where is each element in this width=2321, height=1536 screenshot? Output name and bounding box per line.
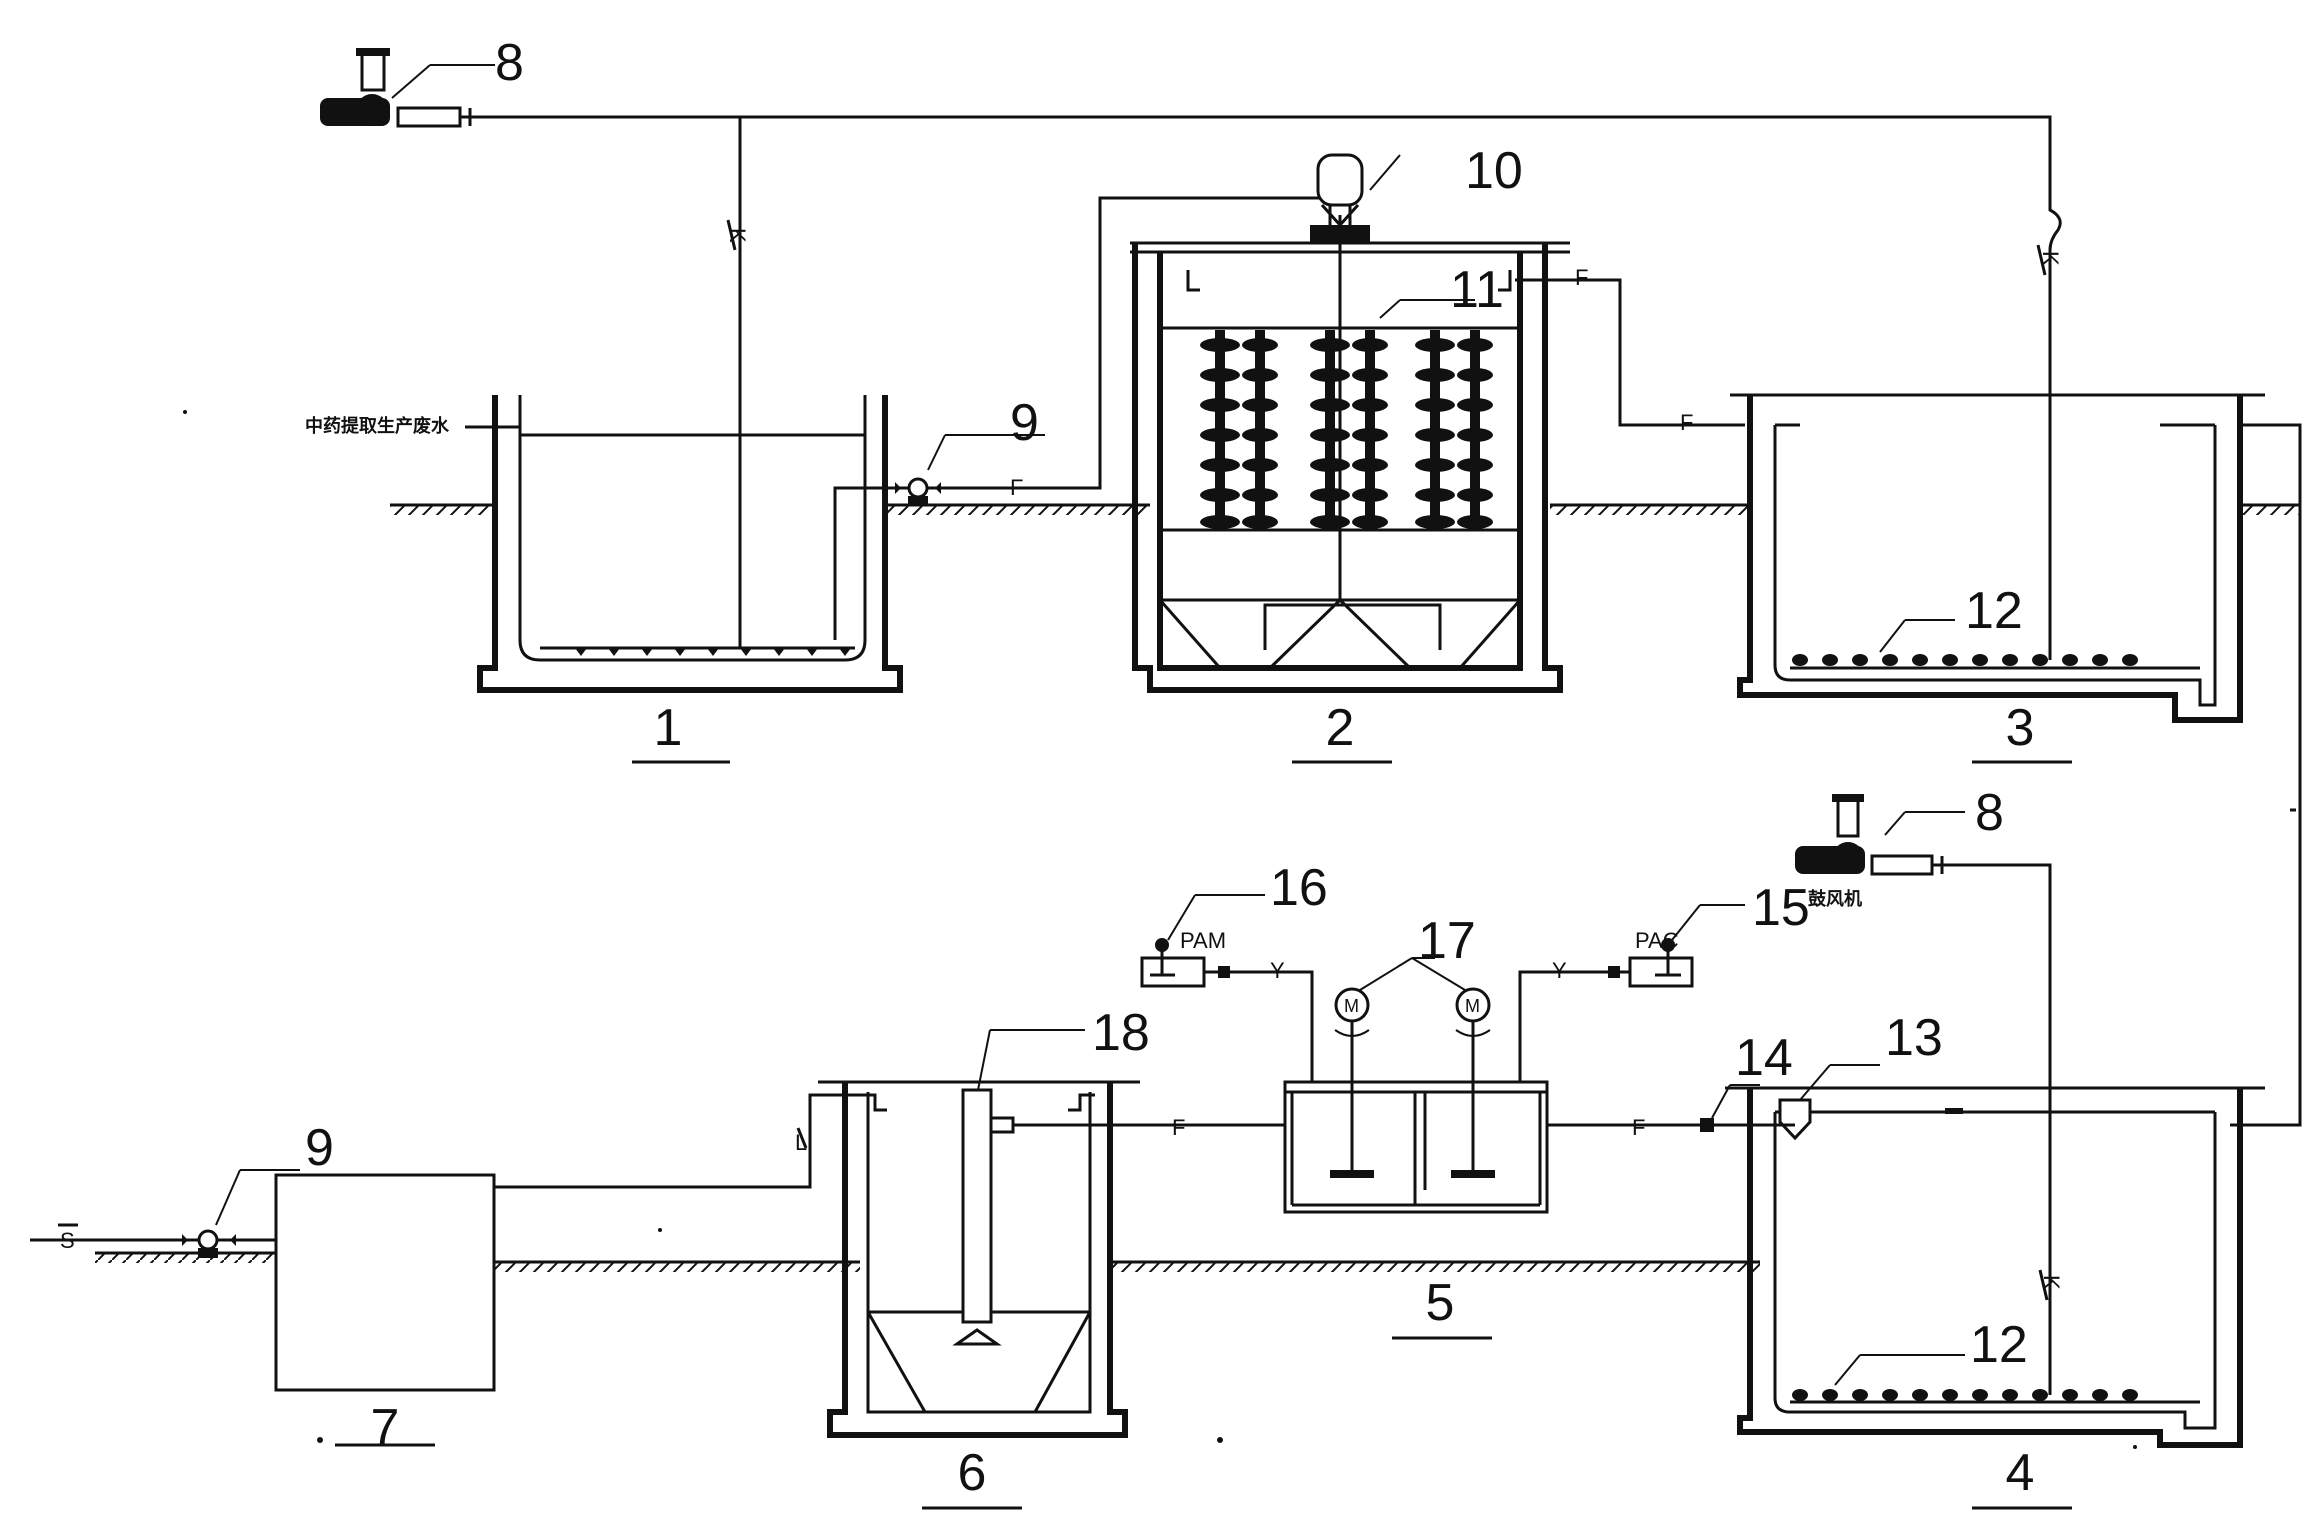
unit-2-label: 2 (1326, 699, 1355, 757)
line-tag-k1: K (725, 228, 750, 243)
unit-3-label: 3 (2006, 699, 2035, 757)
callout-16: 16 (1270, 859, 1328, 917)
lift-pump-top (885, 434, 1045, 506)
pac-dosing-line (1518, 970, 1630, 1120)
line-tag-y1: Y (1270, 958, 1285, 983)
tank-6-settling-tank (818, 1029, 1140, 1438)
unit-6-label: 6 (958, 1444, 987, 1502)
line-tag-f5: F (1172, 1115, 1185, 1140)
reactor-outlet-pipe (1515, 278, 1745, 427)
dosing-unit-pam: PAM (1140, 894, 1265, 988)
tank-1-regulating-tank: 中药提取生产废水 (305, 395, 903, 693)
dosing-unit-pac: PAC (1628, 904, 1745, 988)
callout-8-top: 8 (495, 34, 524, 92)
callout-11: 11 (1450, 261, 1504, 319)
tank-5-coagulation-tank: M M (1283, 957, 1549, 1214)
callout-8-bottom: 8 (1975, 784, 2004, 842)
pam-dosing-line (1204, 970, 1314, 1120)
callout-14: 14 (1735, 1029, 1793, 1087)
mixer-right: M (1451, 987, 1495, 1178)
callout-15: 15 (1752, 879, 1810, 937)
blower-caption: 鼓风机 (1808, 888, 1862, 910)
line-tag-l1: L (795, 1130, 807, 1155)
callout-13: 13 (1885, 1009, 1943, 1067)
callout-12-tank3: 12 (1965, 582, 2023, 640)
lift-pump-bottom (30, 1169, 300, 1258)
svg-text:M: M (1465, 996, 1480, 1016)
tank-4-aeration-tank (1725, 1064, 2265, 1448)
biofilm-media (1200, 330, 1493, 530)
aeration-nozzles-tank-1 (575, 648, 851, 656)
line-tag-s1: S (60, 1228, 75, 1253)
line-tag-y2: Y (1552, 958, 1567, 983)
callout-10: 10 (1465, 142, 1523, 200)
line-tag-f3: F (1680, 410, 1693, 435)
feed-pipe-to-reactor (1005, 196, 1330, 490)
svg-text:M: M (1344, 996, 1359, 1016)
line-tag-k3: K (2039, 1275, 2064, 1290)
tank-2-reactor (1130, 153, 1570, 693)
callout-9-top: 9 (1010, 394, 1039, 452)
mixer-left: M (1330, 987, 1374, 1178)
tank3-to-tank4-pipe (2230, 423, 2302, 1127)
air-main-line (470, 115, 2062, 660)
callout-9-bottom: 9 (305, 1119, 334, 1177)
wastewater-inlet-label: 中药提取生产废水 (305, 415, 450, 437)
callout-17: 17 (1418, 912, 1476, 970)
tank6-to-tank7-pipe (495, 1093, 865, 1189)
callout-12-tank4: 12 (1970, 1316, 2028, 1374)
air-line-tank4 (1942, 863, 2052, 1395)
unit-4-label: 4 (2006, 1444, 2035, 1502)
tank-3-aeration-tank (1730, 393, 2265, 723)
unit-1-label: 1 (654, 699, 683, 757)
diffusers-tank-4 (1792, 1389, 2138, 1401)
line-tag-f4: F (1632, 1115, 1645, 1140)
callout-18: 18 (1092, 1004, 1150, 1062)
tank-7-clear-water-tank (274, 1173, 496, 1392)
unit-5-label: 5 (1426, 1274, 1455, 1332)
blower-top (320, 48, 472, 128)
blower-bottom: 鼓风机 (1795, 794, 1944, 910)
unit-7-label: 7 (371, 1399, 400, 1457)
diffusers-tank-3 (1792, 654, 2138, 666)
line-tag-f2: F (1575, 265, 1588, 290)
line-tag-k2: K (2038, 251, 2063, 266)
reactor-motor (1310, 153, 1370, 243)
pac-caption: PAC (1635, 928, 1679, 953)
pam-caption: PAM (1180, 928, 1226, 953)
ground-lines (95, 503, 2300, 1272)
